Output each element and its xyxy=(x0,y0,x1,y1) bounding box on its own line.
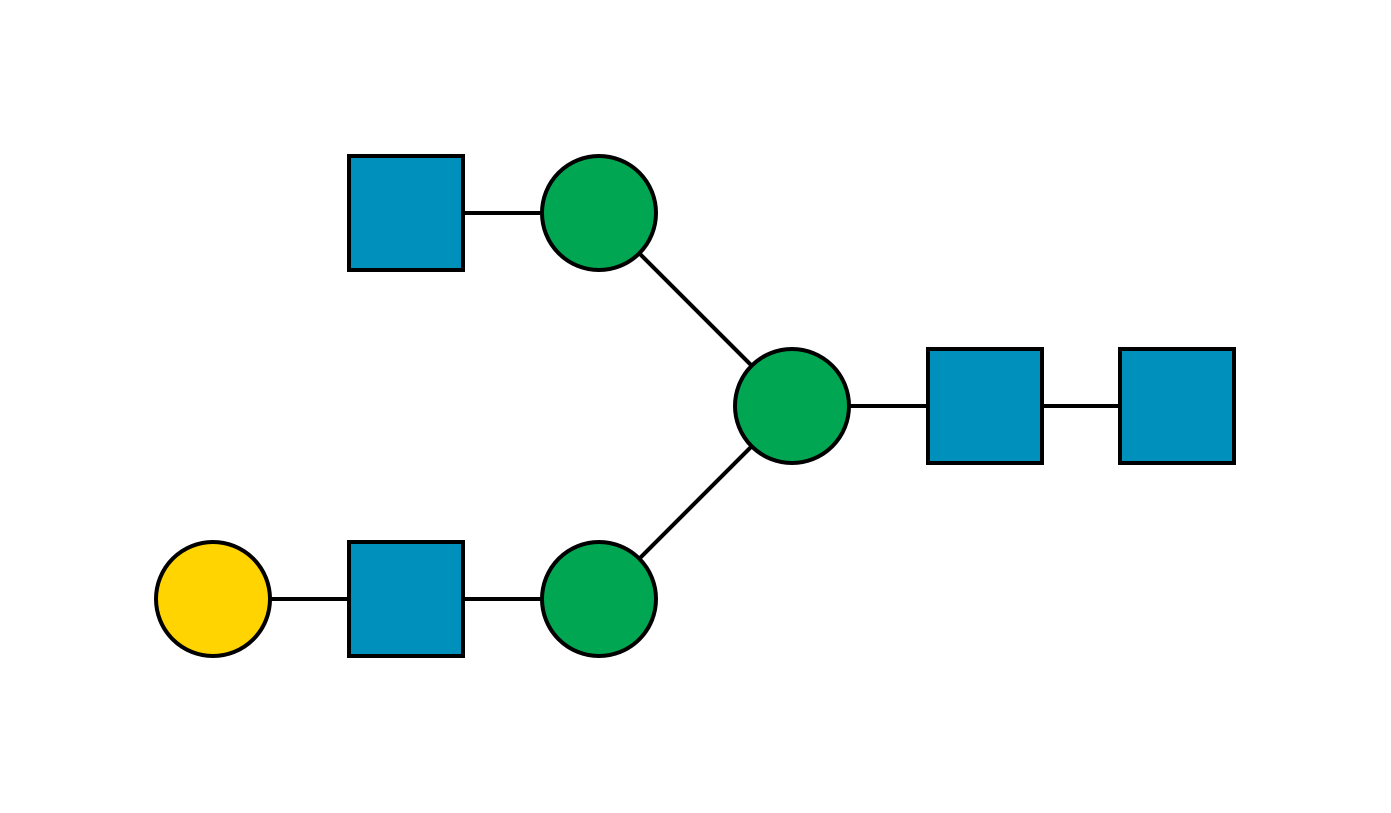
square-node-n7 xyxy=(347,540,465,658)
circle-node-n8 xyxy=(154,540,272,658)
square-node-n1 xyxy=(1118,347,1236,465)
square-node-n2 xyxy=(926,347,1044,465)
circle-node-n4 xyxy=(540,154,658,272)
circle-node-n3 xyxy=(733,347,851,465)
nodes-layer xyxy=(154,154,1236,658)
square-node-n5 xyxy=(347,154,465,272)
circle-node-n6 xyxy=(540,540,658,658)
